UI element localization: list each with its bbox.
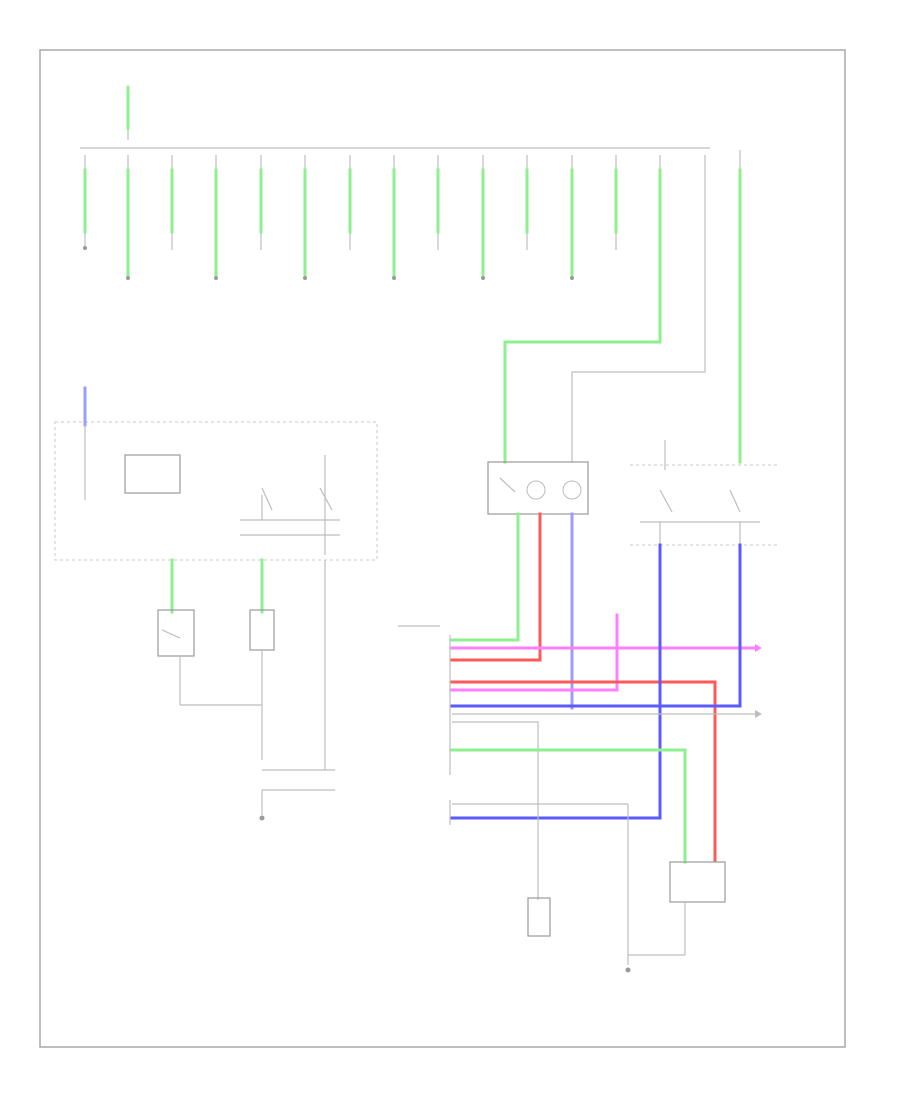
bottom-ground-point bbox=[625, 967, 631, 973]
fuse-bus bbox=[80, 85, 710, 149]
harness-arrow bbox=[755, 710, 762, 718]
relay-lamp-right bbox=[562, 480, 582, 500]
bottom-components bbox=[527, 861, 726, 956]
relay-feed-wire bbox=[503, 168, 662, 464]
left-sensors bbox=[157, 558, 335, 821]
harness-red-wire bbox=[450, 512, 542, 662]
harness-blue-wire bbox=[450, 543, 742, 708]
branch-connector bbox=[214, 276, 218, 280]
relay-body bbox=[487, 461, 589, 515]
left-control-module bbox=[54, 386, 378, 561]
pressure-sensor bbox=[249, 609, 275, 651]
ground-point bbox=[259, 815, 265, 821]
diagram-frame bbox=[39, 49, 846, 1048]
switch-sensor bbox=[157, 609, 195, 657]
branch-connector bbox=[481, 276, 485, 280]
branch-circuits bbox=[83, 150, 742, 464]
right-module bbox=[630, 440, 780, 546]
branch-connector bbox=[392, 276, 396, 280]
branch-connector bbox=[303, 276, 307, 280]
harness-red-long-wire bbox=[450, 680, 717, 862]
harness-green-wire bbox=[450, 512, 520, 642]
harness-wires bbox=[398, 512, 762, 973]
module-relay-block bbox=[124, 454, 181, 494]
branch-connector bbox=[83, 246, 87, 250]
relay-ground-wire bbox=[571, 155, 706, 462]
branch-connector bbox=[570, 276, 574, 280]
center-relay bbox=[487, 461, 589, 515]
branch-connector bbox=[126, 276, 130, 280]
sensor-body bbox=[527, 897, 551, 937]
harness-arrow bbox=[755, 644, 762, 652]
actuator-module bbox=[669, 861, 726, 903]
relay-lamp-left bbox=[526, 480, 546, 500]
